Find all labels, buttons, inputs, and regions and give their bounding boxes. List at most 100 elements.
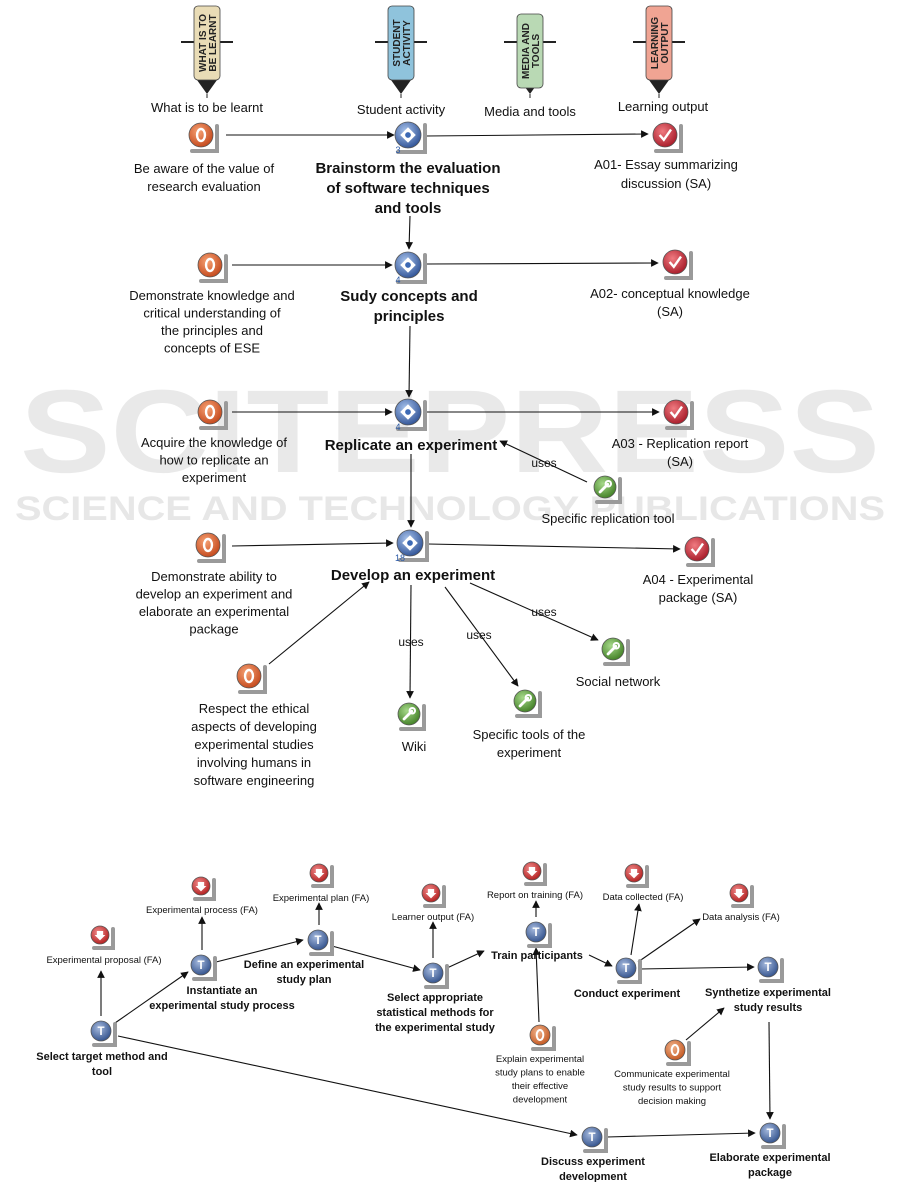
tool-icon-2[interactable] — [513, 689, 542, 718]
edge-t8-t9 — [606, 1129, 756, 1138]
tool-icon-0[interactable] — [593, 475, 622, 504]
edge-tool1-act3 — [499, 440, 588, 483]
svg-text:T: T — [97, 1026, 104, 1038]
edge-t6-r7 — [637, 918, 701, 963]
tool-label-0: Specific replication tool — [542, 511, 675, 526]
resource-label-5: Data collected (FA) — [603, 892, 684, 903]
edge-act4-tool4 — [406, 584, 414, 699]
objective-icon-0[interactable] — [188, 122, 219, 153]
header-tag-0 — [181, 5, 233, 98]
header-tag-text-2: MEDIA ANDTOOLS — [521, 23, 542, 79]
activity-icon-2[interactable] — [394, 398, 427, 431]
task-icon-4[interactable]: T — [525, 921, 552, 948]
header-tag-text-3: LEARNINGOUTPUT — [650, 17, 671, 69]
resource-icon-4[interactable] — [522, 861, 547, 886]
task-icon-1[interactable]: T — [190, 954, 217, 981]
svg-text:T: T — [532, 927, 539, 939]
resource-label-4: Report on training (FA) — [487, 890, 583, 901]
resource-icon-0[interactable] — [90, 925, 115, 950]
edge-t1-t8 — [117, 1035, 578, 1138]
resource-icon-1[interactable] — [191, 876, 216, 901]
activity-icon-3[interactable] — [396, 529, 429, 562]
svg-text:T: T — [429, 968, 436, 980]
edge-act2-act3 — [405, 325, 413, 398]
lower-objective-icon-1[interactable] — [664, 1039, 691, 1066]
output-icon-1[interactable] — [662, 249, 693, 280]
svg-text:T: T — [766, 1128, 773, 1140]
task-icon-8[interactable]: T — [759, 1122, 786, 1149]
resource-icon-5[interactable] — [624, 863, 649, 888]
svg-text:T: T — [314, 935, 321, 947]
header-label-student: Student activity — [357, 102, 446, 117]
edge-act2-out2 — [425, 259, 659, 267]
edge-t7-t9 — [766, 1021, 774, 1120]
edge-t4-train — [446, 950, 485, 969]
activity-count-0: 3 — [395, 145, 400, 155]
edge-t6-r6 — [630, 903, 642, 956]
task-icon-5[interactable]: T — [615, 957, 642, 984]
objective-icon-3[interactable] — [195, 532, 226, 563]
edge-obj4-act4 — [231, 539, 394, 547]
svg-text:T: T — [622, 963, 629, 975]
task-icon-6[interactable]: T — [757, 956, 784, 983]
edge-act1-act2 — [405, 215, 414, 250]
uses-label-3: uses — [531, 605, 556, 619]
activity-icon-1[interactable] — [394, 251, 427, 284]
task-label-5: Conduct experiment — [574, 988, 681, 1000]
resource-icon-6[interactable] — [729, 883, 754, 908]
output-icon-3[interactable] — [684, 536, 715, 567]
objective-icon-1[interactable] — [197, 252, 228, 283]
edge-obj5-act4 — [268, 581, 370, 665]
tool-label-3: Wiki — [402, 739, 427, 754]
activity-icon-0[interactable] — [394, 121, 427, 154]
tool-icon-3[interactable] — [397, 702, 426, 731]
task-icon-3[interactable]: T — [422, 962, 449, 989]
header-tag-3 — [633, 5, 685, 98]
task-icon-0[interactable]: T — [90, 1020, 117, 1047]
resource-label-1: Experimental process (FA) — [146, 905, 258, 916]
resource-label-3: Learner output (FA) — [392, 912, 474, 923]
output-label-1: A02- conceptual knowledge(SA) — [590, 286, 750, 319]
task-icon-7[interactable]: T — [581, 1126, 608, 1153]
resource-icon-3[interactable] — [421, 883, 446, 908]
output-icon-2[interactable] — [663, 399, 694, 430]
activity-count-1: 4 — [395, 275, 400, 285]
resource-label-0: Experimental proposal (FA) — [46, 955, 161, 966]
activity-label-3: Develop an experiment — [331, 567, 495, 584]
header-label-media: Media and tools — [484, 104, 576, 119]
edge-t6-t7 — [639, 963, 755, 971]
objective-icon-2[interactable] — [197, 399, 228, 430]
output-icon-0[interactable] — [652, 122, 683, 153]
tool-icon-1[interactable] — [601, 637, 630, 666]
edge-act4-out4 — [427, 543, 681, 553]
uses-label-2: uses — [466, 628, 491, 642]
edge-t3-t4 — [331, 945, 421, 972]
svg-text:T: T — [588, 1132, 595, 1144]
objective-icon-4[interactable] — [236, 663, 267, 694]
task-icon-2[interactable]: T — [307, 929, 334, 956]
edge-act4-tool2 — [469, 582, 599, 641]
header-tag-text-1: STUDENTACTIVITY — [392, 19, 413, 66]
lower-objective-icon-0[interactable] — [529, 1024, 556, 1051]
activity-label-2: Replicate an experiment — [325, 437, 498, 454]
resource-icon-2[interactable] — [309, 863, 334, 888]
resource-label-2: Experimental plan (FA) — [273, 893, 370, 904]
edge-act4-tool3 — [444, 586, 519, 687]
edge-t2-t3 — [215, 937, 304, 963]
